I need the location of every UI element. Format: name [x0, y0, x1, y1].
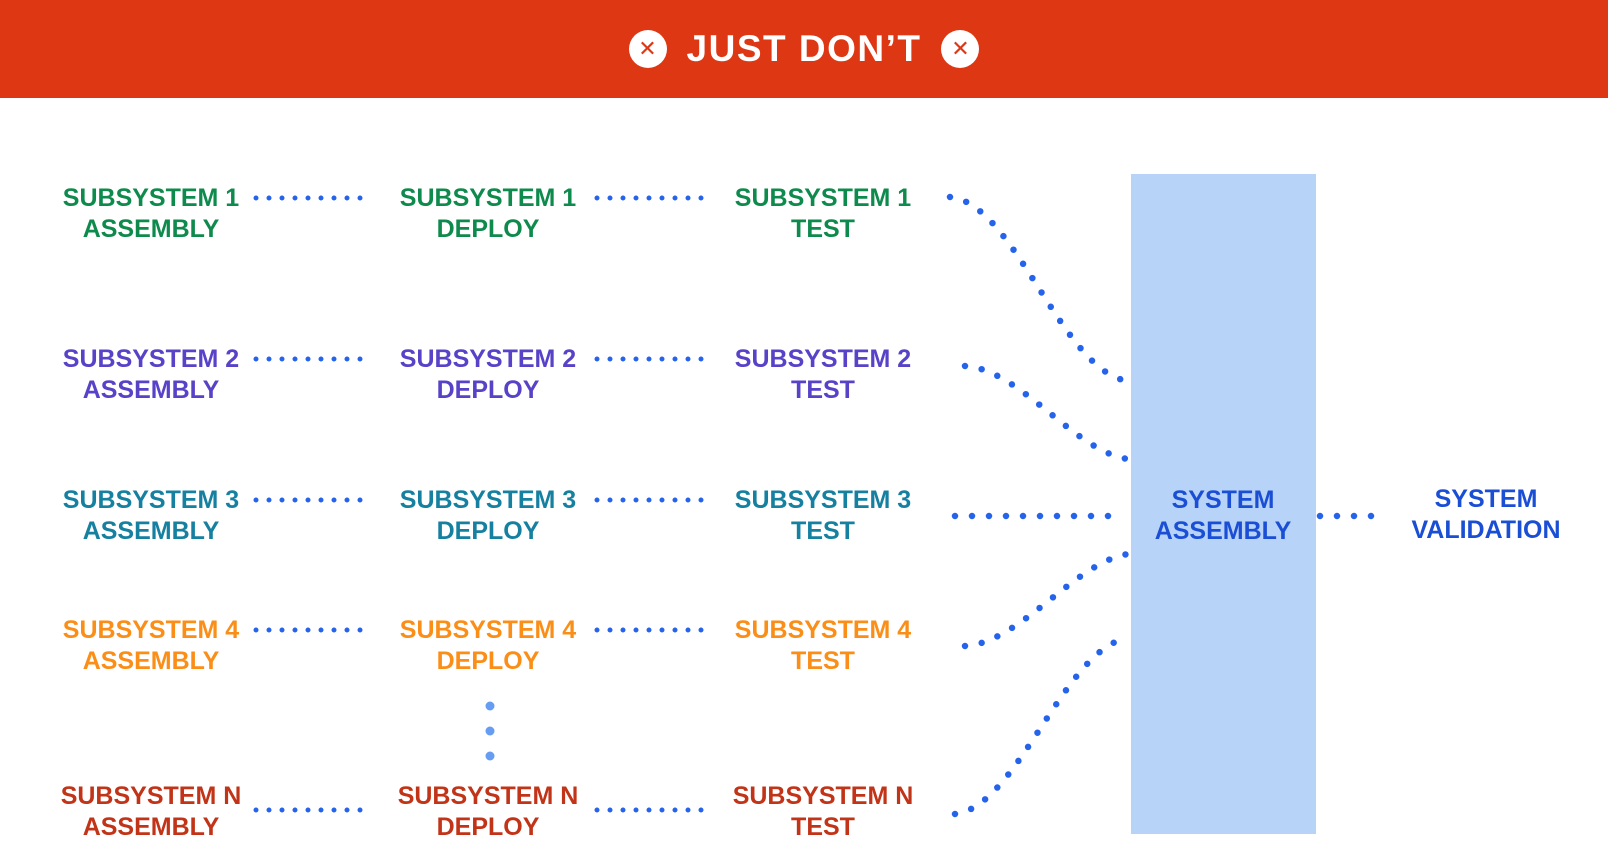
label-line1: SUBSYSTEM 3 — [62, 486, 240, 514]
label-line2: TEST — [791, 647, 855, 675]
label-line1: SUBSYSTEM 4 — [399, 616, 577, 644]
label-line2: TEST — [791, 215, 855, 243]
banner-title: JUST DON’T — [686, 28, 922, 69]
subsystem-2-test-label: SUBSYSTEM 2 TEST — [735, 344, 911, 406]
subsystem-2-assembly-label: SUBSYSTEM 2 ASSEMBLY — [63, 344, 239, 406]
label-line1: SUBSYSTEM 4 — [62, 616, 240, 644]
label-line1: SUBSYSTEM N — [732, 782, 914, 810]
circle-x-icon: ✕ — [941, 30, 980, 68]
circle-x-icon: ✕ — [628, 30, 667, 68]
label-line1: SUBSYSTEM N — [397, 782, 579, 810]
label-line1: SUBSYSTEM 4 — [734, 616, 912, 644]
curve-rowN-test-to-system-assembly — [951, 634, 1132, 818]
label-line1: SUBSYSTEM 2 — [399, 345, 577, 373]
label-line2: DEPLOY — [436, 813, 540, 841]
label-line2: DEPLOY — [436, 517, 540, 545]
subsystem-1-test-label: SUBSYSTEM 1 TEST — [735, 183, 911, 245]
label-line1: SUBSYSTEM 3 — [399, 486, 577, 514]
system-validation-label: SYSTEM VALIDATION — [1411, 484, 1560, 546]
label-line1: SUBSYSTEM N — [60, 782, 242, 810]
label-line2: TEST — [791, 813, 855, 841]
subsystem-3-test-label: SUBSYSTEM 3 TEST — [735, 485, 911, 547]
system-assembly-box — [1131, 174, 1316, 834]
label-line1: SUBSYSTEM 1 — [62, 184, 240, 212]
label-line1: SUBSYSTEM 1 — [399, 184, 577, 212]
curve-row1-test-to-system-assembly — [946, 193, 1132, 385]
banner: ✕ JUST DON’T ✕ — [0, 0, 1608, 98]
subsystem-2-deploy-label: SUBSYSTEM 2 DEPLOY — [400, 344, 576, 406]
curve-row2-test-to-system-assembly — [961, 362, 1132, 463]
system-validation-line2: VALIDATION — [1411, 516, 1561, 544]
system-validation-line1: SYSTEM — [1434, 485, 1538, 513]
ellipsis-dot — [485, 701, 495, 711]
label-line2: DEPLOY — [436, 376, 540, 404]
label-line2: ASSEMBLY — [82, 376, 220, 404]
label-line2: DEPLOY — [436, 215, 540, 243]
ellipsis-dot — [485, 726, 495, 736]
system-assembly-line1: SYSTEM — [1171, 486, 1275, 514]
subsystem-1-deploy-label: SUBSYSTEM 1 DEPLOY — [400, 183, 576, 245]
label-line1: SUBSYSTEM 2 — [62, 345, 240, 373]
subsystem-n-assembly-label: SUBSYSTEM N ASSEMBLY — [61, 781, 242, 843]
label-line2: ASSEMBLY — [82, 215, 220, 243]
subsystem-4-deploy-label: SUBSYSTEM 4 DEPLOY — [400, 615, 576, 677]
label-line2: TEST — [791, 517, 855, 545]
curve-row4-test-to-system-assembly — [961, 550, 1132, 650]
system-assembly-label: SYSTEM ASSEMBLY — [1155, 485, 1292, 547]
ellipsis-dot — [485, 751, 495, 761]
subsystem-3-deploy-label: SUBSYSTEM 3 DEPLOY — [400, 485, 576, 547]
subsystem-4-test-label: SUBSYSTEM 4 TEST — [735, 615, 911, 677]
label-line2: ASSEMBLY — [82, 647, 220, 675]
label-line1: SUBSYSTEM 1 — [734, 184, 912, 212]
label-line2: ASSEMBLY — [82, 813, 220, 841]
subsystem-n-deploy-label: SUBSYSTEM N DEPLOY — [398, 781, 579, 843]
label-line1: SUBSYSTEM 3 — [734, 486, 912, 514]
row-continuation-ellipsis — [485, 701, 495, 761]
system-assembly-line2: ASSEMBLY — [1154, 517, 1292, 545]
label-line2: DEPLOY — [436, 647, 540, 675]
label-line1: SUBSYSTEM 2 — [734, 345, 912, 373]
subsystem-1-assembly-label: SUBSYSTEM 1 ASSEMBLY — [63, 183, 239, 245]
label-line2: TEST — [791, 376, 855, 404]
subsystem-4-assembly-label: SUBSYSTEM 4 ASSEMBLY — [63, 615, 239, 677]
label-line2: ASSEMBLY — [82, 517, 220, 545]
subsystem-n-test-label: SUBSYSTEM N TEST — [733, 781, 914, 843]
subsystem-3-assembly-label: SUBSYSTEM 3 ASSEMBLY — [63, 485, 239, 547]
